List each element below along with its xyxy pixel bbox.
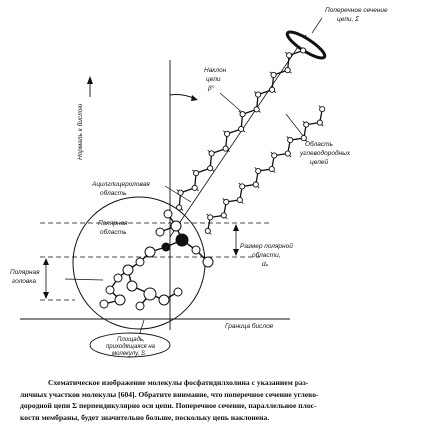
polar-region-label-line1: Полярная (98, 220, 128, 227)
tilt-label: Наклон цепи β° (204, 67, 227, 92)
hydrocarbon-chain-1 (176, 47, 308, 211)
tilt-label-leader (219, 92, 245, 115)
polar-head-label-line1: Полярная (10, 269, 40, 276)
polar-head-leader (64, 278, 104, 281)
acyl-label: Ацилглицероловая область (91, 181, 150, 197)
area-label-line2: приходящаяся на (106, 344, 156, 350)
acyl-label-line2: область (100, 189, 127, 197)
normal-label: Нормаль к бислою (76, 104, 84, 160)
polar-head-group (99, 209, 214, 311)
molecule-drawing (99, 47, 326, 311)
area-label-line3: молекулу, S (112, 351, 145, 357)
caption-line-4: кости мембраны, будет значительно больше… (20, 412, 270, 422)
area-label-line1: Площадь, (117, 337, 145, 343)
polar-size-dimension (233, 224, 239, 256)
polar-size-label-line3: dₚ (262, 261, 269, 268)
cross-section-leader (311, 17, 323, 34)
cross-section-label-line1: Поперечное сечение (325, 7, 388, 14)
caption-line-1: Схематическое изображение молекулы фосфа… (48, 378, 309, 387)
area-label: Площадь, приходящаяся на молекулу, S (106, 337, 156, 357)
polar-region-label-line2: область (100, 228, 127, 236)
polar-size-label: Размер полярной области, dₚ (240, 242, 293, 268)
hydrocarbon-chain-2 (204, 105, 326, 235)
polar-size-label-line1: Размер полярной (240, 242, 293, 250)
boundary-label: Граница бислоя (225, 322, 274, 330)
polar-head-dimension (43, 258, 49, 299)
polar-head-label: Полярная головка (10, 269, 40, 285)
hydrocarbon-label: Область углеводородных цепей (299, 140, 351, 166)
figure-caption: Схематическое изображение молекулы фосфа… (20, 377, 424, 423)
hydrocarbon-label-line1: Область (305, 140, 334, 148)
caption-line-2: личных участков молекулы [604]. Обратите… (20, 389, 319, 399)
cross-section-label-line2: цепи, Σ (337, 16, 360, 23)
tilt-angle-arrowhead (191, 95, 198, 101)
caption-line-3: дородной цепи Σ перпендикулярно оси цепи… (20, 401, 317, 410)
tilt-label-line3: β° (207, 84, 215, 92)
tilt-label-line1: Наклон (204, 67, 227, 74)
area-oval-leader (139, 319, 145, 334)
tilt-label-line2: цепи (206, 76, 221, 83)
hydrocarbon-label-line2: углеводородных (299, 149, 351, 157)
acyl-label-line1: Ацилглицероловая (91, 181, 150, 188)
hydrocarbon-label-line3: цепей (310, 158, 329, 166)
dashed-reference-lines (40, 222, 270, 301)
polar-region-label: Полярная область (98, 220, 128, 236)
cross-section-label: Поперечное сечение цепи, Σ (325, 7, 388, 23)
bilayer-normal-axis (87, 76, 93, 97)
polar-head-label-line2: головка (12, 278, 36, 285)
chain-axis-line (169, 34, 307, 238)
hydrocarbon-label-leader (285, 113, 305, 138)
polar-size-label-line2: области, (252, 251, 281, 259)
area-per-molecule-oval (89, 332, 171, 358)
